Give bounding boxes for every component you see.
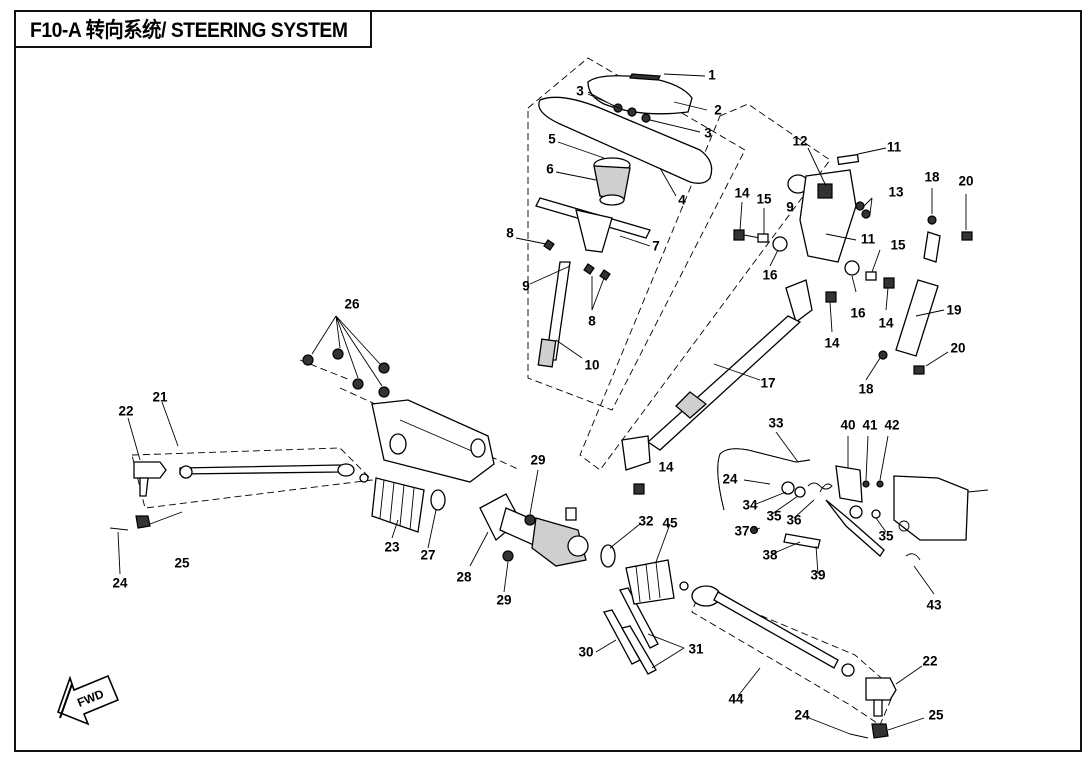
callout-22: 22 xyxy=(922,654,937,669)
callout-25: 25 xyxy=(928,708,944,723)
tilt-mechanism xyxy=(717,448,989,561)
callout-36: 36 xyxy=(786,513,802,528)
callout-28: 28 xyxy=(456,570,472,585)
callout-15: 15 xyxy=(756,192,772,207)
emblem xyxy=(629,73,661,81)
page-title: F10-A 转向系统/ STEERING SYSTEM xyxy=(30,19,348,42)
frame-bracket xyxy=(302,348,495,483)
callout-14: 14 xyxy=(878,316,894,331)
steering-wheel-assembly xyxy=(535,73,713,368)
callout-24: 24 xyxy=(722,472,738,487)
callout-15: 15 xyxy=(890,238,906,253)
callout-17: 17 xyxy=(760,376,775,391)
column-shaft xyxy=(545,261,571,361)
callout-24: 24 xyxy=(112,576,128,591)
callout-26: 26 xyxy=(344,297,360,312)
callout-40: 40 xyxy=(840,418,855,433)
callout-7: 7 xyxy=(652,239,660,254)
callout-37: 37 xyxy=(734,524,749,539)
callout-35: 35 xyxy=(878,529,894,544)
callout-18: 18 xyxy=(858,382,874,397)
tilt-bracket xyxy=(893,475,969,541)
title-block: F10-A 转向系统/ STEERING SYSTEM xyxy=(14,10,372,48)
callout-34: 34 xyxy=(742,498,758,513)
callout-21: 21 xyxy=(152,390,168,405)
left-boot xyxy=(371,477,446,533)
fwd-arrow-icon: FWD xyxy=(56,674,120,726)
callout-20: 20 xyxy=(958,174,973,189)
callout-8: 8 xyxy=(506,226,514,241)
callout-33: 33 xyxy=(768,416,784,431)
callout-31: 31 xyxy=(688,642,704,657)
pin xyxy=(836,153,860,166)
callout-12: 12 xyxy=(792,134,807,149)
left-tie-rod xyxy=(109,461,369,531)
group-outlines xyxy=(131,57,896,726)
wheel-rim xyxy=(538,96,713,184)
gas-strut xyxy=(878,215,973,375)
callout-6: 6 xyxy=(546,162,554,177)
callout-3: 3 xyxy=(576,84,584,99)
callout-5: 5 xyxy=(548,132,556,147)
callout-24: 24 xyxy=(794,708,810,723)
callout-16: 16 xyxy=(850,306,866,321)
column-bracket-assembly xyxy=(733,153,895,303)
drawing-frame xyxy=(14,10,1082,752)
callout-39: 39 xyxy=(810,568,825,583)
wheel-cover xyxy=(587,75,693,115)
callout-14: 14 xyxy=(824,336,840,351)
callout-27: 27 xyxy=(420,548,435,563)
callout-11: 11 xyxy=(861,232,876,247)
callout-8: 8 xyxy=(588,314,596,329)
callout-41: 41 xyxy=(862,418,878,433)
callout-45: 45 xyxy=(662,516,678,531)
callout-1: 1 xyxy=(708,68,716,83)
callout-23: 23 xyxy=(384,540,400,555)
steering-rack xyxy=(479,493,659,675)
callout-38: 38 xyxy=(762,548,778,563)
callout-14: 14 xyxy=(658,460,674,475)
callout-9: 9 xyxy=(522,279,530,294)
callout-14: 14 xyxy=(734,186,750,201)
callout-18: 18 xyxy=(924,170,940,185)
callout-11: 11 xyxy=(887,140,902,155)
column-bracket xyxy=(799,169,857,263)
callout-29: 29 xyxy=(530,453,545,468)
callout-10: 10 xyxy=(584,358,599,373)
callout-29: 29 xyxy=(496,593,511,608)
callout-22: 22 xyxy=(118,404,133,419)
callout-9: 9 xyxy=(786,200,794,215)
callout-35: 35 xyxy=(766,509,782,524)
callout-20: 20 xyxy=(950,341,965,356)
callout-16: 16 xyxy=(762,268,778,283)
callout-25: 25 xyxy=(174,556,190,571)
callout-2: 2 xyxy=(714,103,722,118)
callout-labels: 1 2 3 3 4 5 6 7 8 8 9 9 10 11 11 12 13 1… xyxy=(112,68,973,723)
callout-44: 44 xyxy=(728,692,744,707)
callout-42: 42 xyxy=(884,418,899,433)
callout-4: 4 xyxy=(678,193,686,208)
right-tie-rod xyxy=(625,559,897,739)
callout-19: 19 xyxy=(946,303,961,318)
intermediate-shaft xyxy=(621,279,813,495)
callout-13: 13 xyxy=(888,185,904,200)
callout-43: 43 xyxy=(926,598,942,613)
callout-3: 3 xyxy=(704,126,712,141)
callout-30: 30 xyxy=(578,645,593,660)
leader-lines xyxy=(117,73,967,735)
callout-32: 32 xyxy=(638,514,653,529)
